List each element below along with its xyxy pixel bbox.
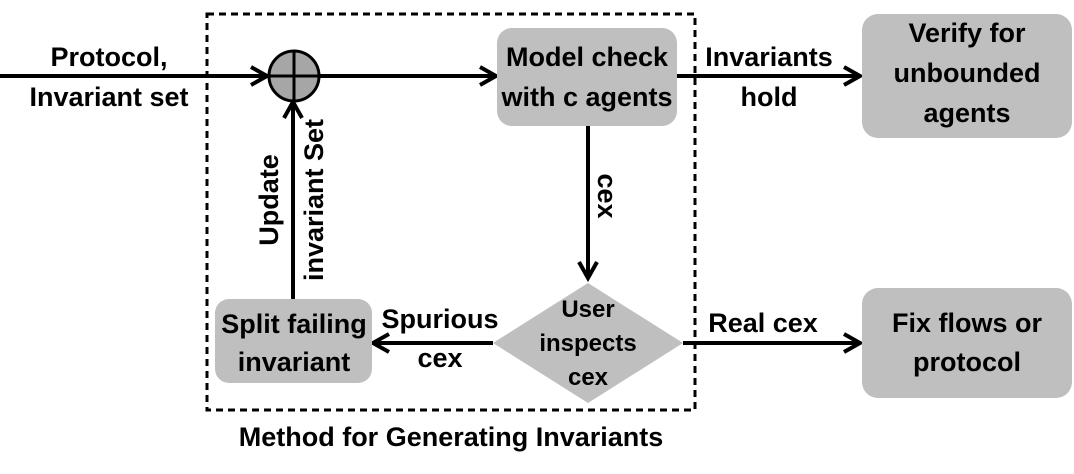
model-check-line2: with c agents bbox=[500, 82, 672, 112]
cex-label: cex bbox=[592, 173, 622, 218]
fix-node: Fix flows or protocol bbox=[862, 288, 1072, 398]
user-inspects-line3: cex bbox=[568, 364, 609, 391]
invariants-hold-label-line2: hold bbox=[741, 82, 798, 112]
fix-line1: Fix flows or bbox=[892, 308, 1043, 338]
split-line1: Split failing bbox=[221, 309, 367, 339]
update-label-line1: Update bbox=[254, 154, 284, 246]
user-inspects-node: User inspects cex bbox=[493, 283, 683, 403]
split-line2: invariant bbox=[238, 347, 351, 377]
input-label-line1: Protocol, bbox=[50, 42, 167, 72]
model-check-line1: Model check bbox=[506, 42, 669, 72]
spurious-label-line2: cex bbox=[417, 343, 462, 373]
spurious-label-line1: Spurious bbox=[381, 304, 498, 334]
real-cex-label: Real cex bbox=[708, 308, 818, 338]
invariants-hold-label-line1: Invariants bbox=[705, 42, 833, 72]
input-arrowhead bbox=[250, 65, 272, 87]
fix-line2: protocol bbox=[913, 347, 1021, 377]
split-node: Split failing invariant bbox=[215, 299, 372, 383]
model-check-node: Model check with c agents bbox=[497, 28, 677, 126]
input-label-line2: Invariant set bbox=[29, 82, 188, 112]
user-inspects-line1: User bbox=[561, 296, 614, 323]
verify-line1: Verify for bbox=[908, 18, 1026, 48]
verify-line3: agents bbox=[923, 98, 1010, 128]
update-label-line2: invariant Set bbox=[299, 119, 329, 281]
method-caption: Method for Generating Invariants bbox=[239, 422, 664, 452]
verify-line2: unbounded bbox=[894, 58, 1041, 88]
method-boundary bbox=[205, 12, 697, 412]
verify-node: Verify for unbounded agents bbox=[862, 14, 1072, 138]
user-inspects-line2: inspects bbox=[539, 330, 636, 357]
summing-junction bbox=[267, 49, 321, 103]
